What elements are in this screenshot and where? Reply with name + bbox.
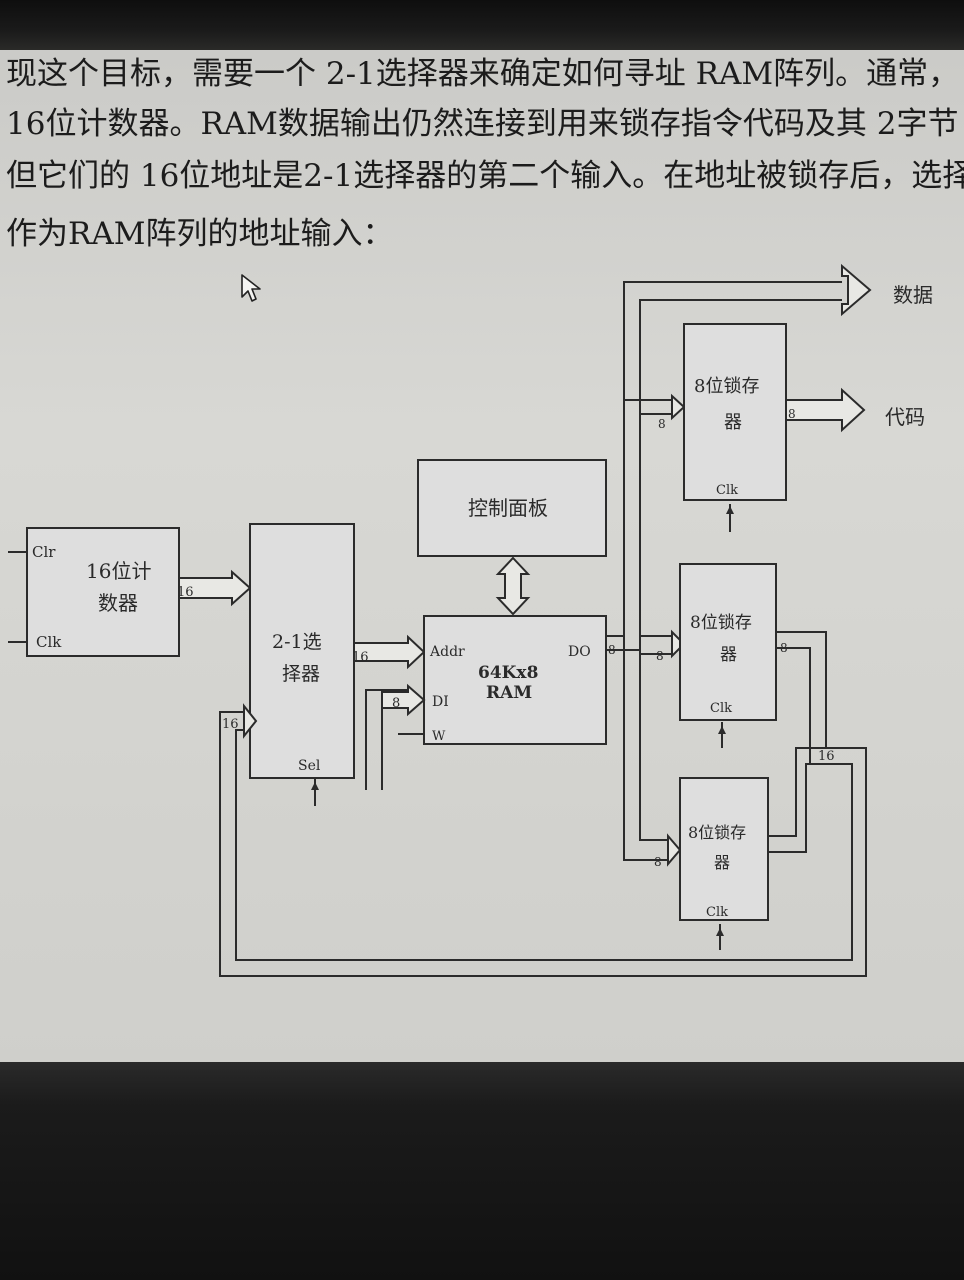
counter-to-selector-bus [178, 569, 252, 607]
selector-sel-label: Sel [298, 758, 321, 774]
selector-label-line1: 2-1选 [272, 631, 322, 653]
latch2-label-line2: 器 [720, 645, 737, 665]
mouse-cursor-icon [240, 273, 264, 309]
selector-to-ram-bus [353, 634, 426, 670]
latch1-label-line1: 8位锁存 [694, 376, 759, 397]
control-panel-label: 控制面板 [468, 496, 548, 520]
counter-clr-label: Clr [32, 543, 56, 561]
latch1-block: 8位锁存 器 Clk [683, 323, 787, 532]
selector-bus-width: 16 [352, 650, 369, 665]
latch2-label-line1: 8位锁存 [690, 613, 752, 633]
latch2-block: 8位锁存 器 Clk [679, 563, 777, 748]
ram-block: Addr DI W DO 64Kx8 RAM [423, 615, 607, 745]
ram-do-label: DO [568, 644, 591, 660]
paragraph-line-4: 作为RAM阵列的地址输入： [6, 216, 394, 252]
ram-di-bus-width: 8 [392, 696, 400, 711]
counter-bus-width: 16 [177, 585, 194, 600]
block-diagram: .box { fill: #dedede; stroke: #2b2b2b; s… [8, 263, 933, 977]
code-output-label: 代码 [885, 405, 925, 429]
latch1-clk-label: Clk [716, 483, 738, 498]
counter-block: Clr Clk 16位计 数器 [8, 527, 180, 657]
latch1-label-line2: 器 [724, 412, 742, 433]
selector-label-line2: 择器 [282, 663, 320, 685]
latch3-in-width: 8 [654, 855, 662, 869]
ram-we-label: W [432, 729, 446, 744]
paragraph-line-3: 但它们的 16位地址是2-1选择器的第二个输入。在地址被锁存后，选择 [6, 158, 964, 194]
control-panel-ram-link [495, 556, 531, 616]
screen: 现这个目标，需要一个 2-1选择器来确定如何寻址 RAM阵列。通常， 16位计数… [0, 0, 964, 1070]
paragraph-line-1: 现这个目标，需要一个 2-1选择器来确定如何寻址 RAM阵列。通常， [6, 56, 960, 92]
control-panel-block: 控制面板 [417, 459, 607, 557]
ram-di-label: DI [432, 694, 449, 710]
latch3-clk-label: Clk [706, 905, 728, 920]
ram-addr-label: Addr [429, 644, 465, 660]
ram-label-line2: RAM [486, 683, 532, 703]
monitor-bezel-bottom [0, 1062, 964, 1280]
latch1-in-width: 8 [658, 417, 666, 431]
ram-label-line1: 64Kx8 [478, 663, 538, 683]
ram-di-bus [381, 683, 426, 717]
latch2-clk-label: Clk [710, 701, 732, 716]
counter-label-line2: 数器 [98, 591, 138, 615]
latch2-in-width: 8 [656, 649, 664, 663]
selector-block: 2-1选 择器 Sel [249, 523, 355, 806]
selector-feedback-width: 16 [222, 717, 239, 732]
counter-clk-label: Clk [36, 633, 62, 651]
latch3-label-line2: 器 [714, 853, 730, 872]
code-output-arrow [785, 387, 866, 433]
ram-do-bus-width: 8 [608, 643, 616, 657]
latch1-out-width: 8 [788, 407, 796, 421]
latch3-block: 8位锁存 器 Clk [679, 777, 769, 950]
monitor-bezel-top [0, 0, 964, 50]
counter-label-line1: 16位计 [86, 559, 151, 583]
latch3-label-line1: 8位锁存 [688, 823, 746, 842]
data-output-label: 数据 [893, 283, 933, 307]
paragraph-line-2: 16位计数器。RAM数据输出仍然连接到用来锁存指令代码及其 2字节 [6, 106, 959, 142]
feedback-bus-width: 16 [818, 749, 835, 764]
data-output-arrow [841, 263, 872, 317]
